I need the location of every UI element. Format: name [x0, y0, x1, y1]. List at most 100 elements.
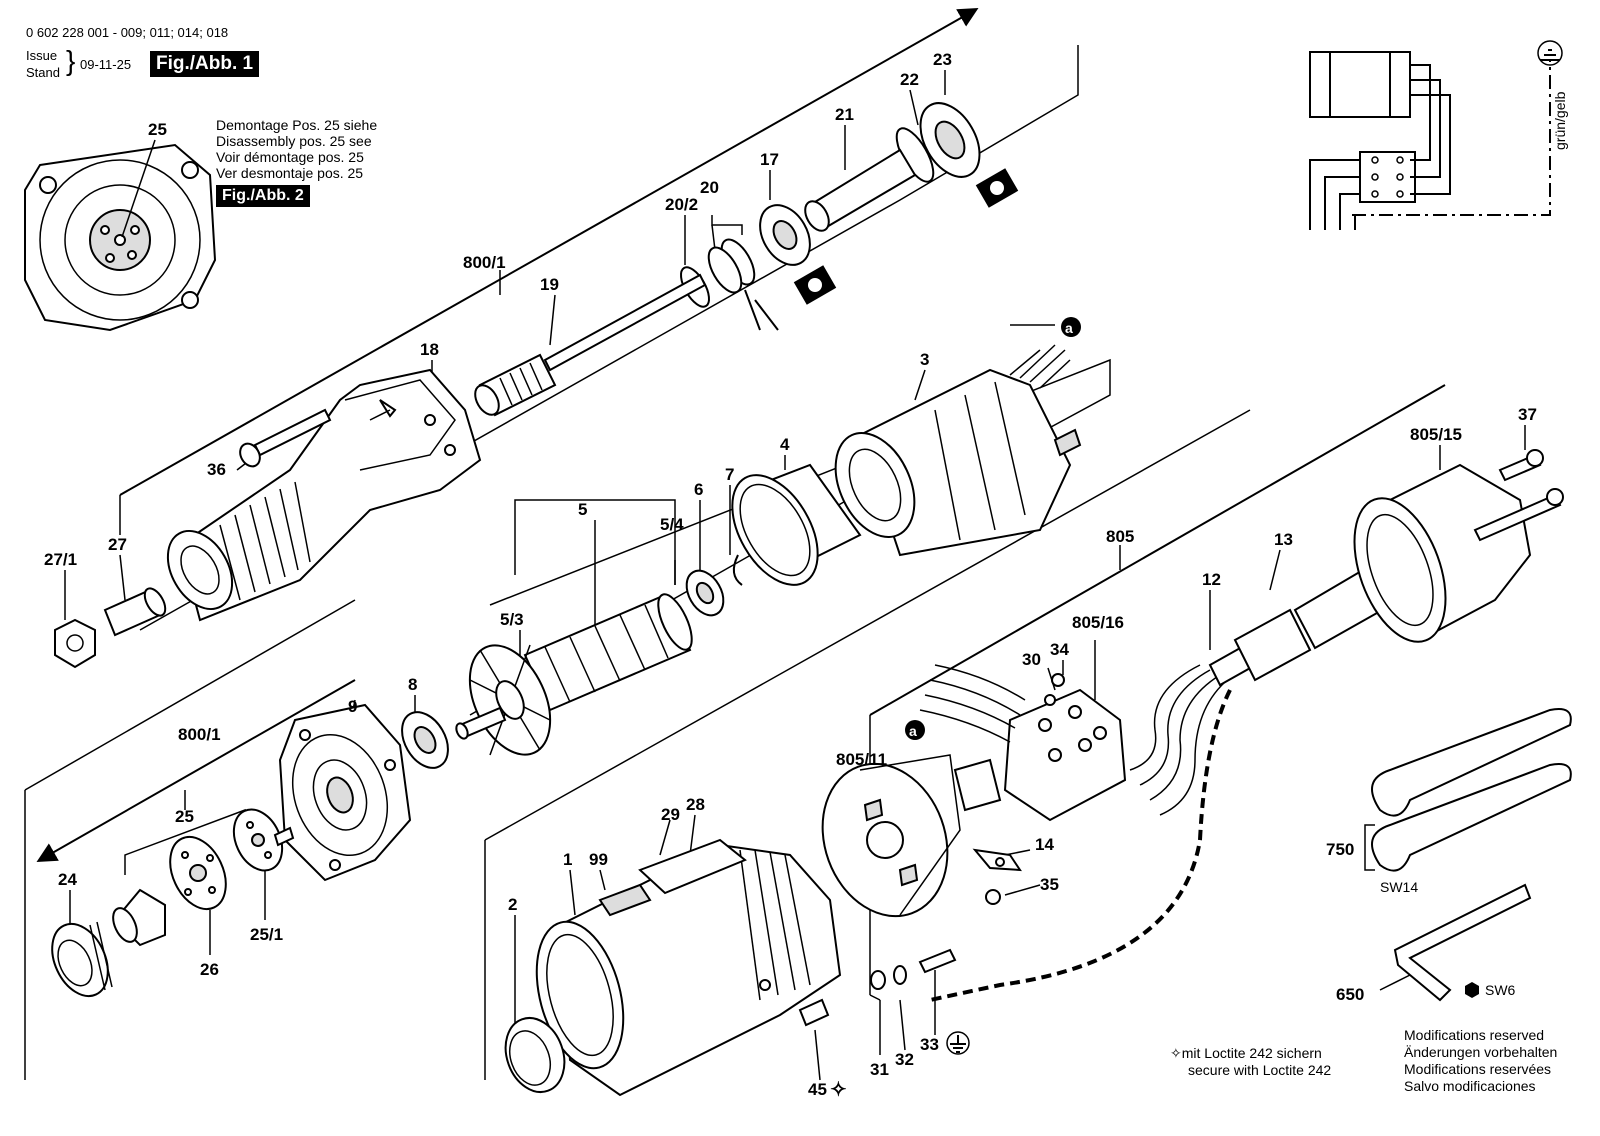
ground-color-label: grün/gelb: [1552, 91, 1568, 150]
callout-9: 9: [348, 697, 357, 716]
issue-brace: }: [66, 45, 76, 76]
callout-labels: 25 23 22 21 17 20 20/2 19 800/1 18 36 27…: [44, 50, 1537, 1101]
part-26-disc: [169, 835, 227, 911]
callout-7: 7: [725, 465, 734, 484]
disassembly-note-es: Ver desmontaje pos. 25: [216, 165, 364, 181]
part-25-hub: [112, 888, 166, 947]
loctite-star-icon: ✧: [1170, 1045, 1182, 1061]
part-35-screw: [985, 889, 1001, 905]
part-805-16-terminal-block: [1003, 688, 1127, 822]
callout-23: 23: [933, 50, 952, 69]
sw6-hex-icon: [1465, 982, 1479, 998]
callout-36: 36: [207, 460, 226, 479]
callout-19: 19: [540, 275, 559, 294]
part-2-ring: [504, 1017, 566, 1093]
knurl-lines: [219, 481, 311, 601]
part-4-ring: [731, 463, 862, 586]
callout-805-16: 805/16: [1072, 613, 1124, 632]
callout-28: 28: [686, 795, 705, 814]
loctite-45-star-icon: ✧: [830, 1079, 847, 1101]
callout-18: 18: [420, 340, 439, 359]
callout-5-4: 5/4: [660, 515, 684, 534]
loctite-note-de: ✧mit Loctite 242 sichern: [1170, 1045, 1322, 1061]
wiring-schematic: grün/gelb: [1309, 40, 1568, 230]
callout-4: 4: [780, 435, 790, 454]
callout-32: 32: [895, 1050, 914, 1069]
inset-end-cover: [24, 139, 217, 332]
callout-13: 13: [1274, 530, 1293, 549]
ground-symbol-icon: [946, 1031, 970, 1055]
callout-27: 27: [108, 535, 127, 554]
callout-25-1: 25/1: [250, 925, 283, 944]
callout-17: 17: [760, 150, 779, 169]
callout-2: 2: [508, 895, 517, 914]
part-650-hex-key: [1393, 883, 1532, 1002]
part-36-screw: [239, 408, 332, 468]
callout-a-top: a: [1065, 320, 1073, 336]
callout-31: 31: [870, 1060, 889, 1079]
part-18-gear-housing: [166, 368, 482, 622]
callout-33: 33: [920, 1035, 939, 1054]
callout-25-inset: 25: [148, 120, 167, 139]
part-17-bearing: [759, 204, 837, 305]
callout-35: 35: [1040, 875, 1059, 894]
callout-25: 25: [175, 807, 194, 826]
part-3-stator: [834, 344, 1082, 557]
callout-3: 3: [920, 350, 929, 369]
stand-label: Stand: [26, 65, 60, 80]
disassembly-note-en: Disassembly pos. 25 see: [216, 133, 372, 149]
part-750-wrenches: [1371, 708, 1572, 872]
part-21-sleeve: [804, 148, 917, 232]
callout-750: 750: [1326, 840, 1354, 859]
callout-20-2: 20/2: [665, 195, 698, 214]
callout-800-1-bottom: 800/1: [178, 725, 221, 744]
callout-6: 6: [694, 480, 703, 499]
issue-date: 09-11-25: [80, 57, 132, 72]
callout-805-15: 805/15: [1410, 425, 1462, 444]
modifications-es: Salvo modificaciones: [1404, 1078, 1536, 1094]
part-1-motor-housing: [535, 838, 842, 1097]
callout-805: 805: [1106, 527, 1134, 546]
callout-a-mid-bullet: [905, 720, 925, 740]
figure-title: Fig./Abb. 1: [150, 51, 260, 77]
part-805-15-end-cap: [1353, 463, 1532, 643]
callout-a-top-bullet: [1061, 317, 1081, 337]
callout-30: 30: [1022, 650, 1041, 669]
modifications-fr: Modifications reservées: [1404, 1061, 1552, 1077]
part-805-11-brush-plate: [821, 754, 1002, 918]
part-23-bearing: [919, 102, 1019, 208]
hex-key-size-label: SW6: [1485, 982, 1516, 998]
callout-650: 650: [1336, 985, 1364, 1004]
leader-lines: [64, 70, 1526, 1081]
part-9-bearing-cover: [278, 703, 412, 882]
part-37-screws: [1473, 449, 1564, 542]
part-27-collet: [103, 587, 167, 637]
callout-8: 8: [408, 675, 417, 694]
callout-805-11: 805/11: [836, 750, 887, 769]
callout-99: 99: [589, 850, 608, 869]
callout-20: 20: [700, 178, 719, 197]
part-7-clip: [732, 554, 743, 586]
disassembly-note-de: Demontage Pos. 25 siehe: [216, 117, 378, 133]
callout-a-mid: a: [909, 723, 917, 739]
callout-21: 21: [835, 105, 854, 124]
modifications-en: Modifications reserved: [1404, 1027, 1545, 1043]
part-20-washers: [707, 238, 779, 331]
part-24-bearing: [51, 921, 113, 998]
callout-22: 22: [900, 70, 919, 89]
modifications-de: Änderungen vorbehalten: [1404, 1044, 1558, 1060]
callout-12: 12: [1202, 570, 1221, 589]
part-8-bearing: [401, 711, 449, 769]
callout-5: 5: [578, 500, 587, 519]
assembly-axis-lines: [24, 8, 1446, 1080]
part-27-1-nut: [54, 618, 96, 669]
parts-31-33-ground-hardware: [870, 948, 957, 990]
callout-14: 14: [1035, 835, 1054, 854]
loctite-note-en: secure with Loctite 242: [1188, 1062, 1332, 1078]
callout-1: 1: [563, 850, 572, 869]
callout-26: 26: [200, 960, 219, 979]
part-19-spindle: [474, 273, 707, 417]
cable-wires: [919, 324, 1232, 1002]
